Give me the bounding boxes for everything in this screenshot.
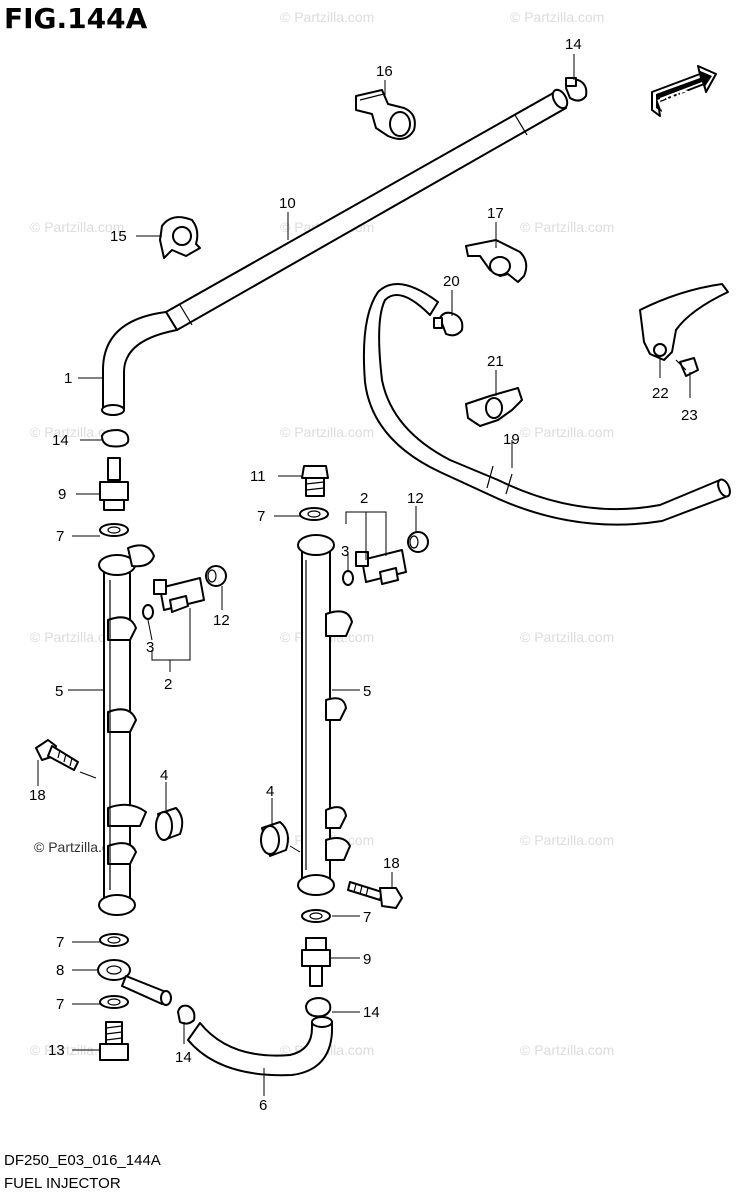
clamp-14-top <box>565 77 588 102</box>
figure-title: FIG.144A <box>4 2 148 35</box>
callout-3: 3 <box>341 543 349 560</box>
watermark: © Partzilla.com <box>520 219 614 235</box>
callout-4: 4 <box>266 783 274 800</box>
watermark: © Partzilla.com <box>30 219 124 235</box>
callout-18: 18 <box>383 855 400 872</box>
grommet-4-left <box>155 807 184 841</box>
callout-11: 11 <box>250 468 266 485</box>
callout-7: 7 <box>363 909 371 926</box>
bolt-23 <box>675 357 699 377</box>
diagram-code: DF250_E03_016_144A <box>4 1152 161 1169</box>
callout-14: 14 <box>175 1049 192 1066</box>
callout-3: 3 <box>146 639 154 656</box>
callout-4: 4 <box>160 767 168 784</box>
callout-10: 10 <box>279 195 296 212</box>
watermark: © Partzilla.com <box>520 424 614 440</box>
callout-2: 2 <box>164 676 172 693</box>
callout-2: 2 <box>360 490 368 507</box>
injector-2-right <box>355 549 407 585</box>
callout-9: 9 <box>58 486 66 503</box>
watermark: © Partzilla.com <box>520 1042 614 1058</box>
callout-9: 9 <box>363 951 371 968</box>
bolt-18-right <box>347 881 403 909</box>
fitting-9-left <box>99 457 129 511</box>
fwd-arrow-icon: FWD <box>651 65 717 117</box>
callout-21: 21 <box>487 353 504 370</box>
callout-1: 1 <box>64 370 72 387</box>
seal-3-left <box>142 604 154 620</box>
clamp-16 <box>355 89 416 140</box>
watermark: © Partzilla.com <box>520 629 614 645</box>
hose-6 <box>187 1016 333 1077</box>
callout-12: 12 <box>407 490 424 507</box>
watermark: © Partzilla.com <box>30 424 124 440</box>
hose-1 <box>101 311 178 416</box>
callout-14: 14 <box>565 36 582 53</box>
clamp-14-bottom-left <box>177 1004 196 1025</box>
callout-5: 5 <box>55 683 63 700</box>
callout-8: 8 <box>56 962 64 979</box>
fuel-rail-5-right <box>297 534 353 896</box>
callout-labels: 14 16 10 15 17 20 1 21 22 23 19 14 9 11 … <box>29 36 698 1114</box>
bracket-22 <box>639 283 729 361</box>
seal-3-right <box>342 570 354 586</box>
clamp-20 <box>433 311 464 337</box>
callout-12: 12 <box>213 612 230 629</box>
grommet-4-right <box>260 821 289 857</box>
callout-13: 13 <box>48 1042 65 1059</box>
callout-19: 19 <box>503 431 520 448</box>
callout-15: 15 <box>110 228 127 245</box>
callout-14: 14 <box>363 1004 380 1021</box>
hose-19 <box>362 283 731 526</box>
callout-5: 5 <box>363 683 371 700</box>
banjo-fitting-8 <box>97 959 172 1006</box>
fitting-11 <box>301 465 329 497</box>
watermark: © Partzilla.com <box>520 832 614 848</box>
bolt-13 <box>99 1021 129 1061</box>
fuel-rail-5-left <box>98 544 155 916</box>
hose-10 <box>165 88 569 331</box>
callout-23: 23 <box>681 407 698 424</box>
washer-7-right-b <box>301 909 331 923</box>
callout-6: 6 <box>259 1097 267 1114</box>
watermarks: © Partzilla.com © Partzilla.com © Partzi… <box>30 9 614 1058</box>
washer-7 <box>99 523 129 537</box>
callout-7: 7 <box>56 934 64 951</box>
watermark: © Partzilla.com <box>30 629 124 645</box>
clamp-14-bottom-right <box>305 997 332 1018</box>
fitting-9-right <box>301 937 331 987</box>
callout-7: 7 <box>56 996 64 1013</box>
cap-12-right <box>407 531 429 553</box>
injector-2-left <box>153 577 205 613</box>
watermark: © Partzilla.com <box>510 9 604 25</box>
clamp-17 <box>465 239 528 283</box>
diagram-name: FUEL INJECTOR <box>4 1175 121 1192</box>
clamp-14-left <box>101 429 130 448</box>
cap-12-left <box>205 565 227 587</box>
clamp-15 <box>159 216 201 259</box>
watermark: © Partzilla.com <box>280 9 374 25</box>
callout-14: 14 <box>52 432 69 449</box>
callout-22: 22 <box>652 385 669 402</box>
callout-17: 17 <box>487 205 504 222</box>
leader-lines <box>37 54 691 1096</box>
washer-7-b <box>99 933 129 947</box>
callout-7: 7 <box>257 508 265 525</box>
callout-18: 18 <box>29 787 46 804</box>
clamp-21 <box>465 387 523 427</box>
callout-16: 16 <box>376 63 393 80</box>
callout-20: 20 <box>443 273 460 290</box>
washer-7-c <box>99 995 129 1009</box>
watermark: © Partzilla.com <box>280 424 374 440</box>
callout-7: 7 <box>56 528 64 545</box>
bolt-18-left <box>35 739 79 771</box>
washer-7-right <box>299 507 329 521</box>
